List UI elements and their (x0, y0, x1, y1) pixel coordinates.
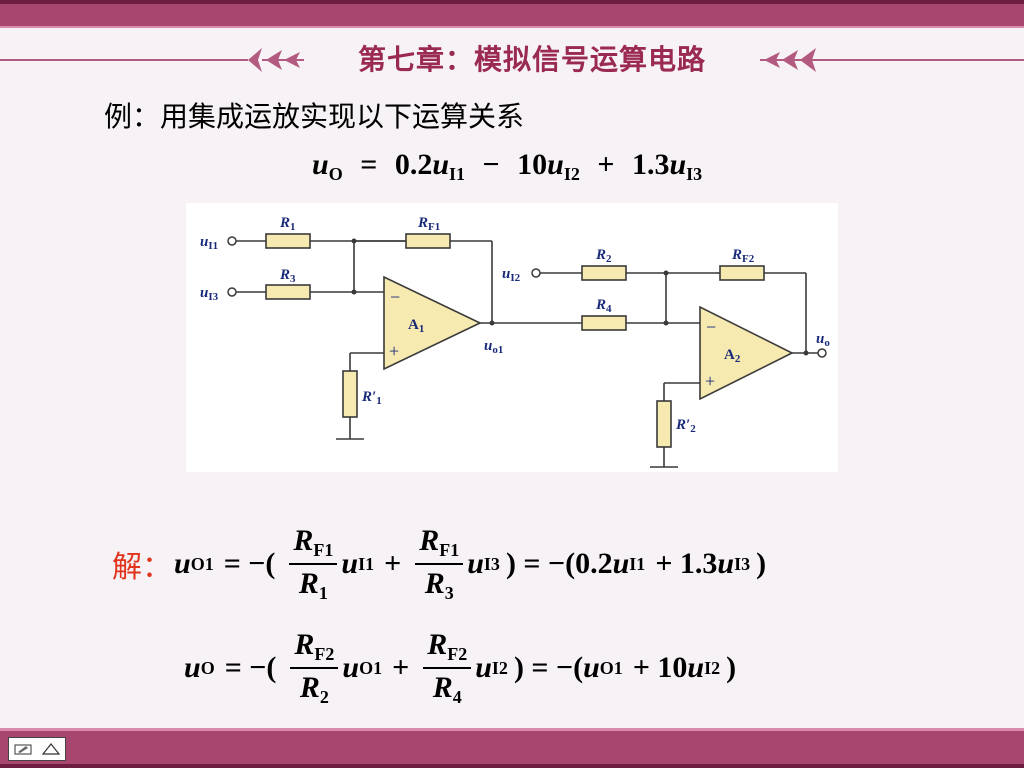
fraction-rf2-r2: RF2 R2 (290, 628, 339, 708)
target-equation: uO = 0.2uI1 − 10uI2 + 1.3uI3 (312, 148, 703, 184)
label-ui3: uI3 (200, 285, 219, 303)
fraction-rf2-r4: RF2 R4 (423, 628, 472, 708)
example-statement: 例：用集成运放实现以下运算关系 (104, 100, 525, 133)
fraction-rf1-r3: RF1 R3 (415, 524, 464, 604)
right-ornament-icon (760, 48, 1024, 72)
label-rf1: RF1 (417, 215, 440, 233)
resistor-r3 (265, 284, 311, 300)
label-ui1: uI1 (200, 234, 218, 252)
terminal-ui1 (227, 236, 237, 246)
top-banner (0, 0, 1024, 28)
resistor-r4 (581, 315, 627, 331)
terminal-ui2 (531, 268, 541, 278)
circuit-diagram: uI1 uI3 uI2 R1 R3 RF1 A1 R′1 uo1 R2 R4 R… (186, 203, 838, 472)
label-r2p: R′2 (675, 417, 696, 435)
pen-icon[interactable] (14, 742, 32, 756)
left-ornament-icon (0, 48, 304, 72)
resistor-r2 (581, 265, 627, 281)
label-r1: R1 (279, 215, 296, 233)
terminal-ui3 (227, 287, 237, 297)
label-ui2: uI2 (502, 266, 521, 284)
triangle-home-icon[interactable] (41, 742, 61, 756)
a2-plus-sign: + (705, 371, 715, 391)
chapter-title: 第七章：模拟信号运算电路 (357, 43, 706, 76)
label-r2: R2 (595, 247, 612, 265)
resistor-r1p (342, 370, 358, 418)
terminal-uo (817, 348, 827, 358)
label-uo: uo (816, 331, 830, 349)
bottom-banner (0, 728, 1024, 768)
resistor-r1 (265, 233, 311, 249)
resistor-rf1 (405, 233, 451, 249)
label-rf2: RF2 (731, 247, 755, 265)
label-a1: A1 (408, 317, 424, 335)
a2-minus-sign: − (706, 317, 716, 337)
solution-label: 解： (112, 550, 172, 585)
opamp-a1 (383, 275, 482, 371)
slide-nav-control[interactable] (8, 737, 66, 761)
label-r4: R4 (595, 297, 612, 315)
fraction-rf1-r1: RF1 R1 (289, 524, 338, 604)
resistor-r2p (656, 400, 672, 448)
label-r1p: R′1 (361, 389, 382, 407)
opamp-a2 (699, 305, 794, 401)
resistor-rf2 (719, 265, 765, 281)
label-a2: A2 (724, 347, 741, 365)
a1-minus-sign: − (390, 287, 400, 307)
label-r3: R3 (279, 267, 296, 285)
label-uo1: uo1 (484, 338, 503, 356)
a1-plus-sign: + (389, 341, 399, 361)
